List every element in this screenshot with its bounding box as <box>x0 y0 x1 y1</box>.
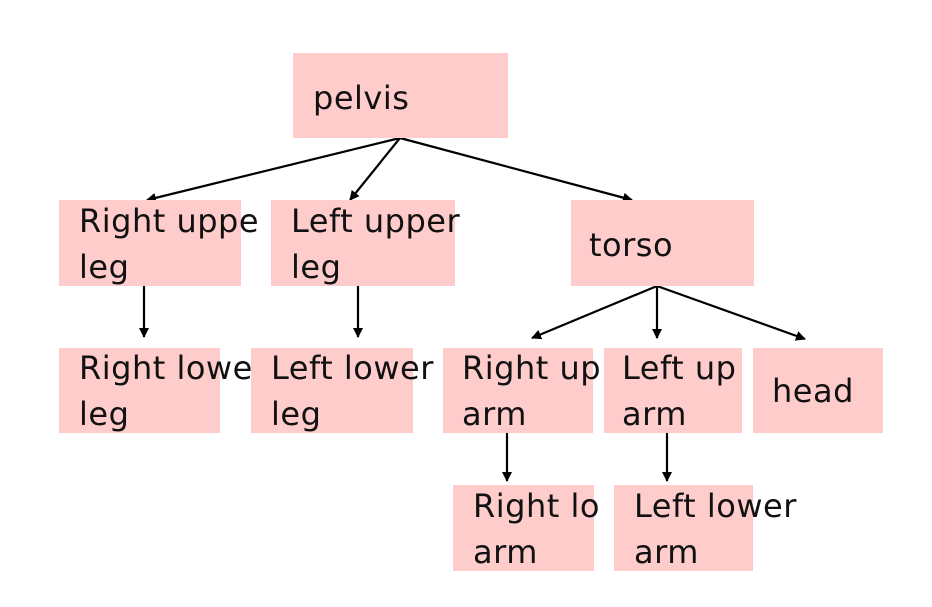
node-left-lower-leg <box>251 348 413 433</box>
node-torso-label: torso <box>589 226 674 264</box>
node-right-lower-leg <box>59 348 220 433</box>
node-left-upper-arm-label: Left up arm <box>622 349 737 433</box>
node-torso <box>571 200 754 286</box>
node-left-lower-arm <box>614 485 753 571</box>
edge-torso-head <box>656 284 806 341</box>
node-right-lower-arm-label: Right lo arm <box>473 487 600 571</box>
node-right-upper-leg-label: Right uppe leg <box>79 202 260 286</box>
node-right-upper-arm-label: Right up arm <box>462 349 602 433</box>
edge-torso-right-upper-arm <box>531 284 658 340</box>
node-right-upper-leg <box>59 200 241 286</box>
node-right-upper-arm <box>443 348 593 433</box>
node-head-label: head <box>772 372 854 410</box>
node-pelvis <box>293 53 508 138</box>
node-pelvis-label: pelvis <box>313 79 410 117</box>
node-right-lower-leg-label: Right lowe leg <box>79 349 253 433</box>
node-left-upper-leg <box>271 200 455 286</box>
edge-pelvis-torso <box>399 136 633 203</box>
edge-pelvis-left-upper-leg <box>349 137 401 201</box>
node-left-lower-leg-label: Left lower leg <box>271 349 434 433</box>
edge-pelvis-right-upper-leg <box>146 136 401 203</box>
node-left-lower-arm-label: Left lower arm <box>634 487 797 571</box>
node-head <box>753 348 883 433</box>
node-left-upper-arm <box>604 348 742 433</box>
node-right-lower-arm <box>453 485 594 571</box>
node-left-upper-leg-label: Left upper leg <box>291 202 461 286</box>
